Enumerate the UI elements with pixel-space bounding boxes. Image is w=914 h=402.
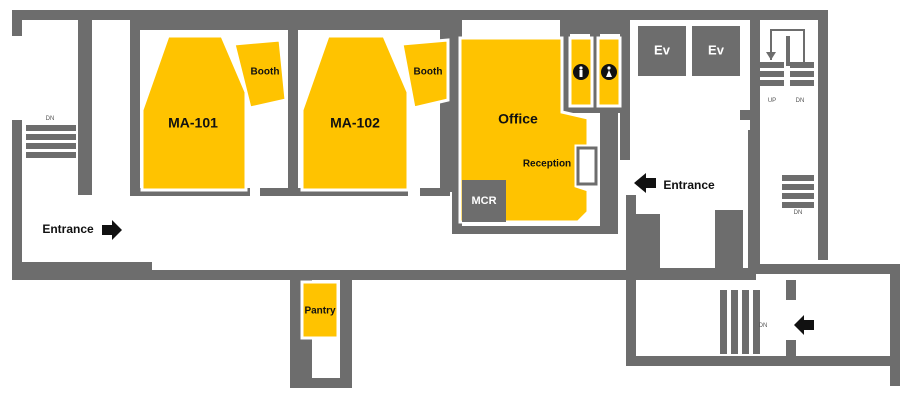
stairs-northeast: UP DN <box>760 29 814 104</box>
stairs-south: DN <box>720 290 767 354</box>
room-ma-102-label: MA-102 <box>330 115 380 131</box>
entrance-west: Entrance <box>42 220 122 240</box>
service-block <box>634 214 660 268</box>
elevator-2-label: Ev <box>708 42 725 57</box>
stairs-east-dn-label: DN <box>794 210 803 216</box>
arrow-left-icon <box>634 173 656 193</box>
room-booth-1-label: Booth <box>251 67 280 78</box>
toilet-icon <box>601 64 617 80</box>
toilet-icon <box>573 64 589 80</box>
arrow-left-icon <box>794 315 814 335</box>
service-block <box>715 210 743 268</box>
stair-direction-arrow-icon <box>770 29 805 62</box>
entrance-east-label: Entrance <box>663 178 715 192</box>
stairs-east: DN <box>782 175 814 216</box>
room-office[interactable] <box>458 36 590 224</box>
room-reception-label: Reception <box>523 159 571 170</box>
room-ma-101-label: MA-101 <box>168 115 218 131</box>
entrance-west-label: Entrance <box>42 222 94 236</box>
room-booth-2[interactable] <box>400 38 450 110</box>
room-ma-101[interactable] <box>140 34 248 192</box>
stairs-ne-up-label: UP <box>768 98 776 104</box>
room-mcr-label: MCR <box>471 195 496 207</box>
room-office-label: Office <box>498 111 538 127</box>
room-booth-2-label: Booth <box>414 67 443 78</box>
arrow-right-icon <box>102 220 122 240</box>
elevator-1 <box>638 26 686 76</box>
elevators: Ev Ev <box>638 26 740 76</box>
stairs-south-dn-label: DN <box>759 323 768 329</box>
room-booth-1[interactable] <box>232 38 288 110</box>
elevator-2 <box>692 26 740 76</box>
entrance-east: Entrance <box>634 173 715 193</box>
stairs-west: DN <box>26 116 76 158</box>
elevator-1-label: Ev <box>654 42 671 57</box>
stairs-west-dn-label: DN <box>46 116 55 122</box>
room-ma-102[interactable] <box>300 34 410 192</box>
stairs-ne-dn-label: DN <box>796 98 805 104</box>
walls <box>12 10 900 388</box>
room-pantry[interactable] <box>300 280 340 340</box>
reception-desk <box>576 146 598 186</box>
room-pantry-label: Pantry <box>304 306 336 317</box>
room-mcr[interactable] <box>462 180 506 222</box>
rooms: MA-101 Booth MA-102 Booth Office Recepti… <box>140 34 622 340</box>
